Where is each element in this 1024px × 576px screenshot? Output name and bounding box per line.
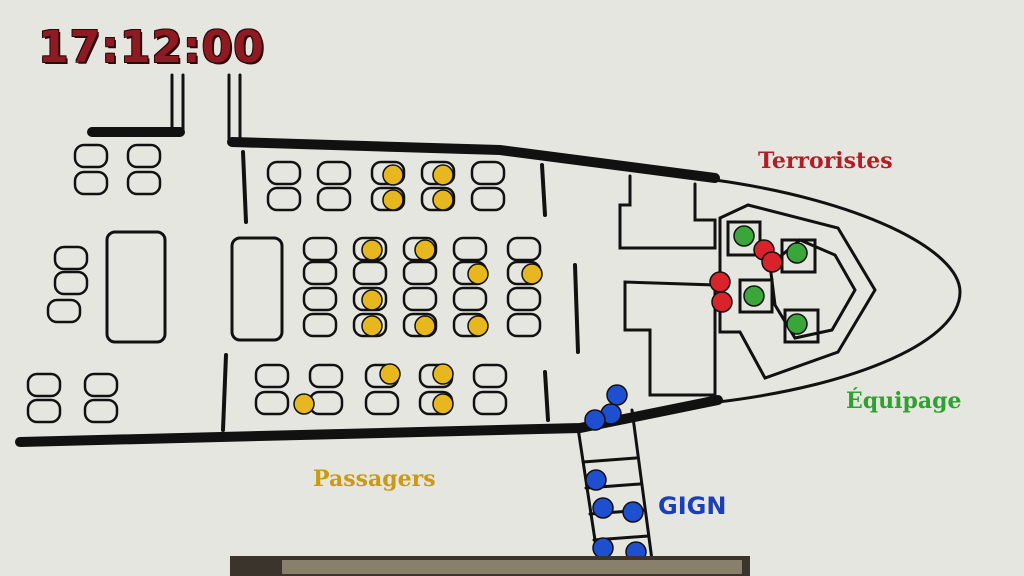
seat <box>266 186 302 212</box>
seat <box>308 390 344 416</box>
seat <box>254 390 290 416</box>
cockpit-frame <box>718 203 877 380</box>
seat <box>402 236 438 262</box>
seat <box>126 170 162 196</box>
cockpit-console <box>768 238 857 340</box>
passagers-marker <box>382 189 404 211</box>
galley-front-top <box>618 174 717 250</box>
passagers-marker <box>361 239 383 261</box>
seat <box>302 260 338 286</box>
terroristes-marker <box>711 291 733 313</box>
seat <box>46 298 82 324</box>
gign-marker <box>592 537 614 559</box>
seat <box>53 270 89 296</box>
seat <box>254 363 290 389</box>
door-frame-left <box>170 73 185 132</box>
seat <box>452 236 488 262</box>
passagers-marker <box>521 263 543 285</box>
fuselage-top-wall <box>227 137 720 183</box>
terroristes-marker <box>709 271 731 293</box>
seat <box>370 186 406 212</box>
seat <box>470 160 506 186</box>
equipage-marker <box>786 242 808 264</box>
stairway <box>576 408 654 562</box>
passagers-marker <box>361 315 383 337</box>
galley-mid <box>230 236 284 342</box>
seat-rows <box>26 143 542 424</box>
seat <box>126 143 162 169</box>
fuselage-bottom-wall <box>15 395 723 447</box>
passagers-marker <box>432 164 454 186</box>
gign-marker <box>606 384 628 406</box>
seat <box>266 160 302 186</box>
passagers-marker <box>432 363 454 385</box>
seat <box>506 236 542 262</box>
legend-equipage: Équipage <box>846 388 962 414</box>
seat <box>73 143 109 169</box>
passagers-marker <box>432 393 454 415</box>
gign-marker <box>622 501 644 523</box>
seat <box>83 372 119 398</box>
passagers-marker <box>432 189 454 211</box>
seat <box>26 372 62 398</box>
passagers-marker <box>414 315 436 337</box>
passagers-marker <box>379 363 401 385</box>
cockpit-seat-4 <box>783 308 820 344</box>
seat <box>26 398 62 424</box>
galley-left <box>105 230 167 344</box>
terroristes-marker <box>761 251 783 273</box>
gign-marker <box>592 497 614 519</box>
equipage-marker <box>733 225 755 247</box>
seat <box>73 170 109 196</box>
seat <box>470 186 506 212</box>
legend-terroristes: Terroristes <box>758 148 893 174</box>
equipage-marker <box>786 313 808 335</box>
seat <box>506 286 542 312</box>
seat <box>302 286 338 312</box>
seat <box>402 286 438 312</box>
passagers-marker <box>361 289 383 311</box>
seat <box>506 312 542 338</box>
seat <box>352 260 388 286</box>
passagers-marker <box>467 263 489 285</box>
seat <box>302 236 338 262</box>
seat <box>472 390 508 416</box>
passagers-marker <box>293 393 315 415</box>
seat <box>308 363 344 389</box>
door-frame-right <box>227 73 242 144</box>
seat <box>402 312 438 338</box>
passagers-marker <box>414 239 436 261</box>
tarmac-strip <box>230 556 750 576</box>
cockpit-seat-2 <box>738 278 774 314</box>
equipage-marker <box>743 285 765 307</box>
passagers-marker <box>382 164 404 186</box>
seat <box>302 312 338 338</box>
nose-cone <box>713 178 962 404</box>
bulkhead-2 <box>540 163 580 422</box>
legend-passagers: Passagers <box>313 466 436 492</box>
seat <box>53 245 89 271</box>
galley-front-bottom <box>623 280 717 397</box>
seat <box>316 160 352 186</box>
seat <box>402 260 438 286</box>
seat <box>83 398 119 424</box>
passagers-marker <box>467 315 489 337</box>
seat <box>316 186 352 212</box>
gign-marker <box>584 409 606 431</box>
legend-gign: GIGN <box>658 492 727 520</box>
seat <box>420 186 456 212</box>
seat <box>364 390 400 416</box>
seat <box>472 363 508 389</box>
people-markers <box>293 164 808 563</box>
gign-marker <box>585 469 607 491</box>
seat <box>452 286 488 312</box>
clock-readout: 17:12:00 <box>38 22 265 73</box>
bulkhead-1 <box>221 150 248 432</box>
